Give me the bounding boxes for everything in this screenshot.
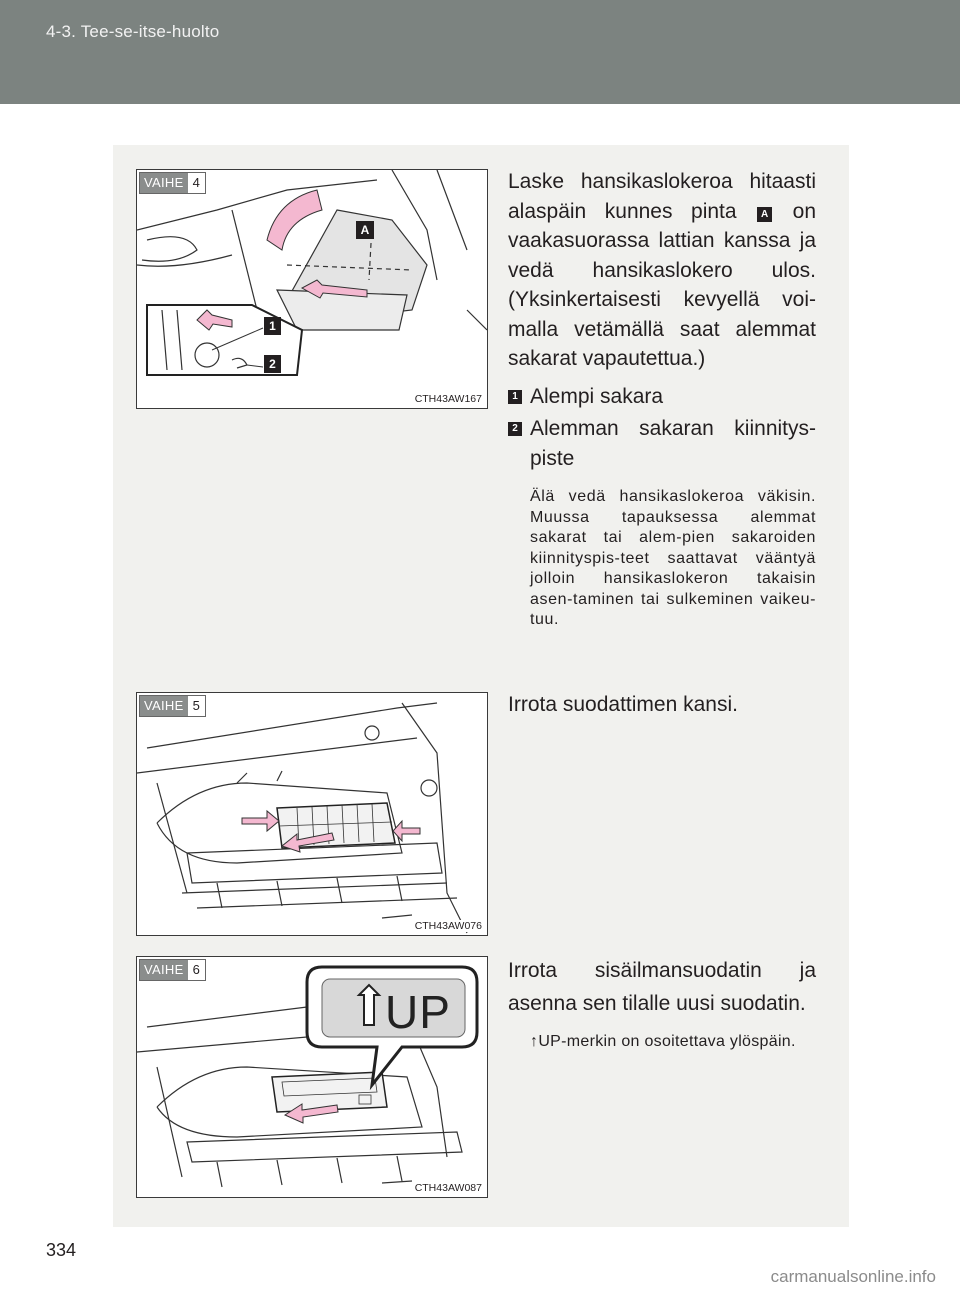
step-word: VAIHE xyxy=(140,173,188,193)
step6-note: ↑UP-merkin on osoitettava ylöspäin. xyxy=(530,1033,796,1050)
up-arrow-icon: ↑ xyxy=(530,1033,539,1050)
callout-a: A xyxy=(356,221,374,239)
step4-note: Älä vedä hansikaslokeroa väkisin. Muussa… xyxy=(530,488,816,628)
step-number: 6 xyxy=(192,962,200,977)
figure-code: CTH43AW167 xyxy=(413,393,483,405)
step5-badge: VAIHE 5 xyxy=(139,695,206,717)
step6-figure: UP VAIHE 6 CTH43AW087 xyxy=(136,956,488,1198)
up-label: UP xyxy=(385,986,451,1038)
section-title: 4-3. Tee-se-itse-huolto xyxy=(46,22,220,41)
step4-figure: VAIHE 4 A 1 2 CTH43AW167 xyxy=(136,169,488,409)
step-word: VAIHE xyxy=(140,960,188,980)
marker-1-icon: 1 xyxy=(508,389,522,404)
filter-replacement-illustration xyxy=(137,965,479,1188)
step6-instruction: Irrota sisäilmansuodatin ja asenna sen t… xyxy=(508,959,816,1015)
marker-a-icon: A xyxy=(757,206,773,222)
marker-2-icon: 2 xyxy=(508,422,522,436)
step-number: 4 xyxy=(192,175,200,190)
callout-2: 2 xyxy=(264,355,281,373)
step5-text: Irrota suodattimen kansi. xyxy=(508,690,816,720)
list-item: 1 Alempi sakara xyxy=(508,382,816,412)
step-number: 5 xyxy=(192,698,200,713)
step6-badge: VAIHE 6 xyxy=(139,959,206,981)
step4-text: Laske hansikaslokeroa hitaasti alaspäin … xyxy=(508,167,816,631)
step4-badge: VAIHE 4 xyxy=(139,172,206,194)
list-item: 2 Alemman sakaran kiinnitys-piste xyxy=(508,414,816,473)
page-header: 4-3. Tee-se-itse-huolto xyxy=(0,0,960,104)
figure-code: CTH43AW076 xyxy=(413,920,483,932)
glovebox-removal-illustration xyxy=(137,170,487,376)
watermark: carmanualsonline.info xyxy=(770,1267,936,1286)
step4-instruction: Laske hansikaslokeroa hitaasti alaspäin … xyxy=(508,170,817,370)
page-number: 334 xyxy=(46,1240,77,1260)
callout-1: 1 xyxy=(264,317,281,335)
step6-text: Irrota sisäilmansuodatin ja asenna sen t… xyxy=(508,954,816,1053)
filter-cover-illustration xyxy=(137,702,468,934)
figure-code: CTH43AW087 xyxy=(413,1182,483,1194)
step-word: VAIHE xyxy=(140,696,188,716)
step5-figure: VAIHE 5 CTH43AW076 xyxy=(136,692,488,936)
step5-instruction: Irrota suodattimen kansi. xyxy=(508,693,738,716)
